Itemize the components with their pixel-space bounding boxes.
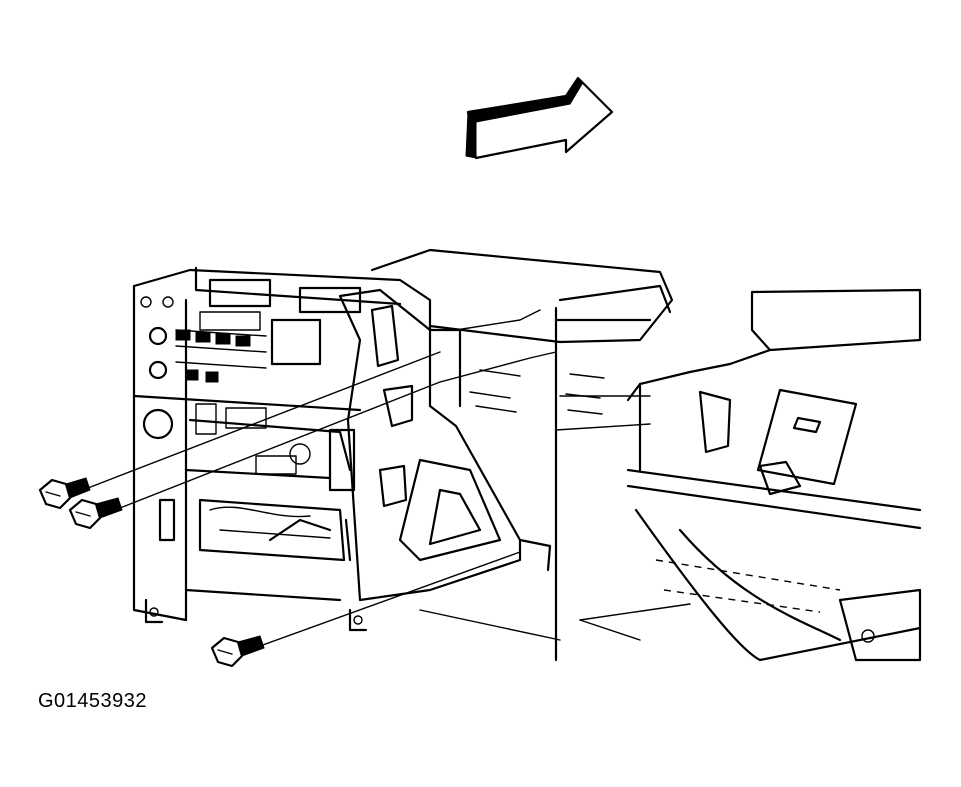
figure-id-label: G01453932 xyxy=(38,690,148,712)
bolt-icon xyxy=(68,497,123,530)
bolt-leader-lines xyxy=(87,309,691,647)
bolt-icon xyxy=(210,635,265,668)
instrument-panel-structure xyxy=(370,248,922,662)
forward-arrow-icon xyxy=(465,76,614,160)
radio-receiver-assembly xyxy=(132,266,432,624)
bolt-icon xyxy=(38,477,91,510)
